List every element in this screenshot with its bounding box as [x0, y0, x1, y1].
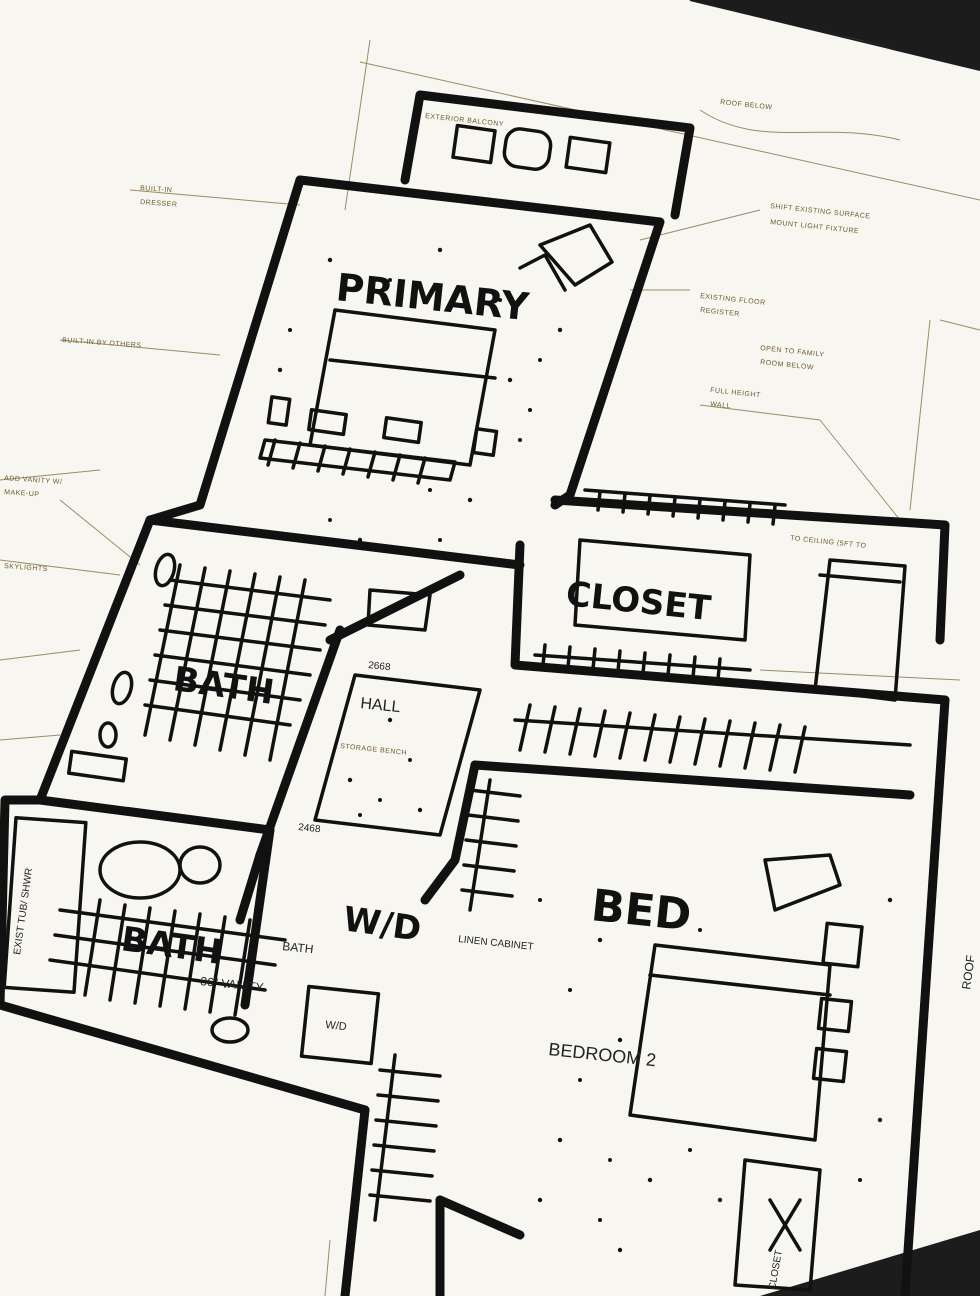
exist-tub-label: EXIST TUB/ SHWR — [12, 867, 35, 955]
note-existing-surface: SHIFT EXISTING SURFACE — [770, 203, 871, 220]
note-full-height: FULL HEIGHT — [710, 387, 761, 399]
note-built-in-dresser: BUILT-IN — [140, 185, 173, 194]
primary-room-label: PRIMARY — [334, 265, 531, 329]
roof-label: ROOF — [959, 954, 978, 990]
stipple-dots — [277, 247, 893, 1253]
note-built-in: BUILT-IN BY OTHERS — [62, 337, 142, 350]
linen-cabinet-label: LINEN CABINET — [458, 934, 534, 953]
note-skylights: SKYLIGHTS — [4, 563, 48, 573]
note-storage-bench: STORAGE BENCH — [340, 743, 407, 757]
note-register: REGISTER — [700, 307, 740, 318]
note-ceiling: TO CEILING (5FT TO — [790, 535, 867, 550]
printed-lines — [0, 39, 980, 1296]
note-vanity: ADD VANITY W/ — [4, 475, 63, 486]
dim-2468: 2468 — [298, 822, 322, 835]
hall-label: HALL — [360, 695, 402, 716]
note-wall: WALL — [710, 401, 731, 410]
paper-shadow-bottom — [760, 1230, 980, 1296]
dim-2668: 2668 — [368, 660, 392, 673]
bath-tile-grid — [143, 563, 332, 762]
bath2-grid — [48, 898, 287, 1017]
note-light-fixture: MOUNT LIGHT FIXTURE — [770, 219, 860, 235]
note-dresser: DRESSER — [140, 199, 178, 209]
bath-small-label: BATH — [282, 939, 314, 956]
wd-box-label: W/D — [325, 1019, 348, 1033]
bath2-room-label: BATH — [119, 919, 225, 973]
note-existing-floor: EXISTING FLOOR — [700, 293, 766, 307]
wd-room-label: W/D — [341, 899, 424, 949]
vanity-label: 36" VANITY — [200, 974, 265, 995]
paper-shadow — [690, 0, 980, 70]
bed-room-label: BED — [589, 880, 694, 941]
closet-room-label: CLOSET — [564, 574, 713, 629]
small-closet-label: CLOSET — [767, 1249, 785, 1290]
note-roof-below: ROOF BELOW — [720, 99, 773, 111]
marker-details — [2, 123, 912, 1292]
note-makeup: MAKE-UP — [4, 489, 40, 498]
note-room-below: ROOM BELOW — [760, 359, 814, 372]
marker-walls — [0, 90, 950, 1296]
note-open-to-family: OPEN TO FAMILY — [760, 345, 825, 359]
